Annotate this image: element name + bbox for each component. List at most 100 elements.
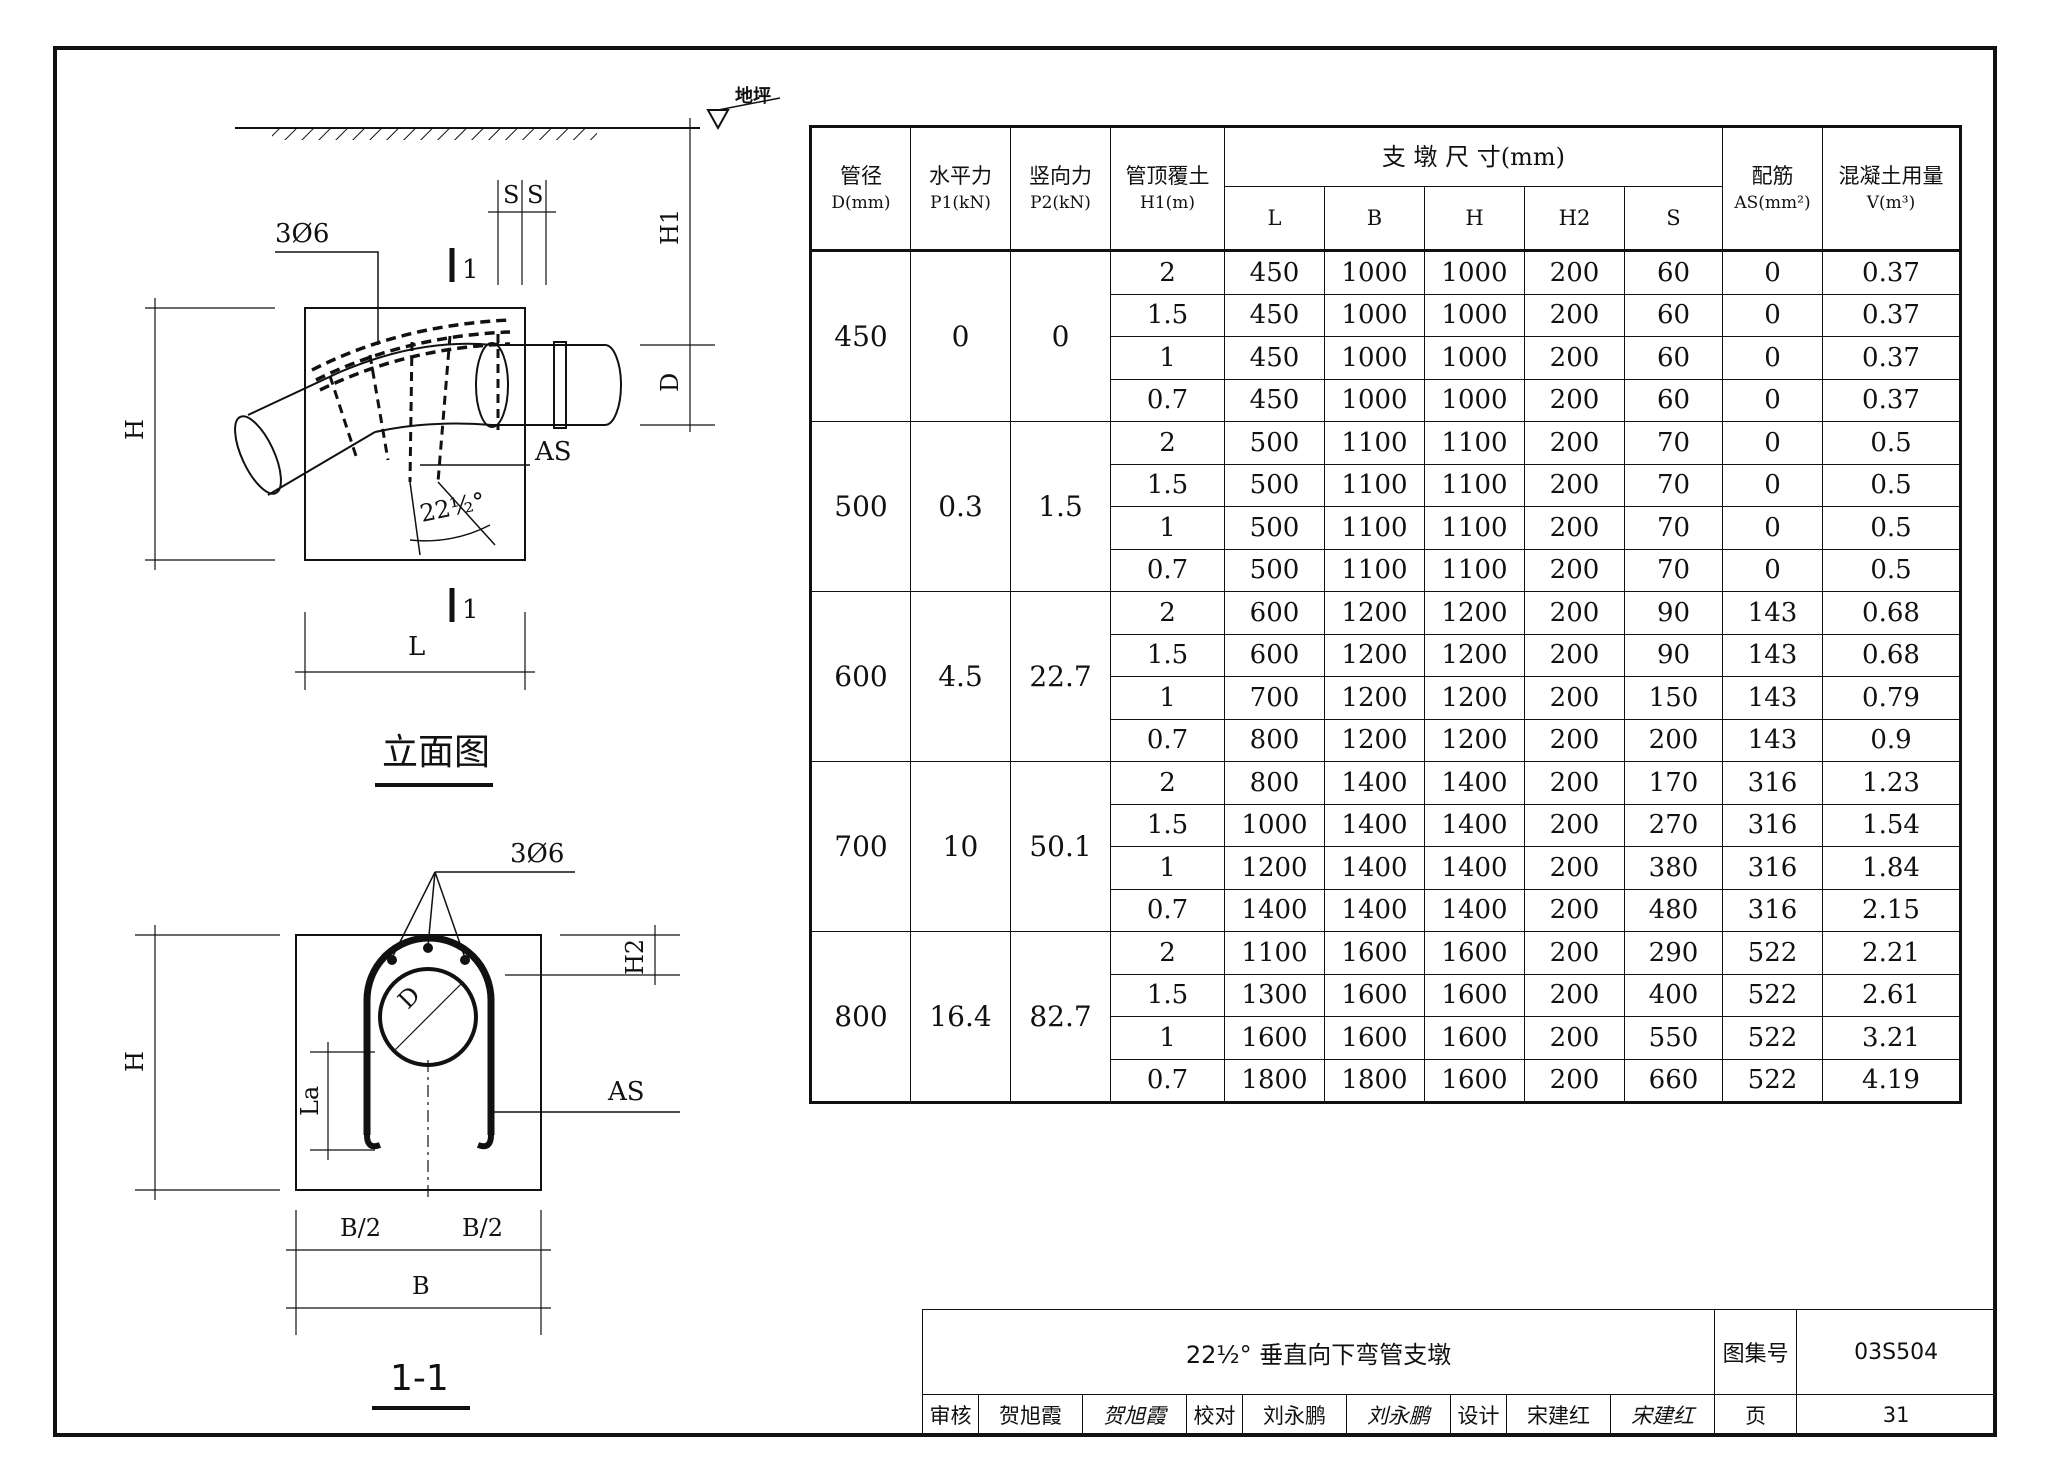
- cell-h2: 200: [1524, 931, 1625, 975]
- cell-l: 450: [1224, 378, 1325, 422]
- cell-s: 60: [1624, 378, 1723, 422]
- cell-as: 522: [1722, 931, 1823, 975]
- group-d-cell: 450: [810, 250, 911, 422]
- cell-as: 143: [1722, 633, 1823, 677]
- section-mark-bottom: 1: [462, 595, 479, 625]
- cell-as: 0: [1722, 463, 1823, 507]
- group-p1-cell: 0: [910, 250, 1011, 422]
- cell-b: 1100: [1324, 463, 1425, 507]
- cell-l: 450: [1224, 293, 1325, 337]
- ground-label: 地坪: [735, 85, 771, 107]
- title-block: 22½° 垂直向下弯管支墩 图集号 03S504 审核 贺旭霞 贺旭霞 校对 刘…: [921, 1309, 1997, 1436]
- cell-v: 0.5: [1822, 463, 1961, 507]
- cell-v: 0.68: [1822, 591, 1961, 635]
- cell-h: 1200: [1424, 676, 1525, 720]
- cell-h2: 200: [1524, 250, 1625, 295]
- designer-name: 宋建红: [1506, 1394, 1611, 1436]
- cell-l: 1800: [1224, 1058, 1325, 1103]
- section-title: 1-1: [390, 1358, 449, 1399]
- cell-h2: 200: [1524, 591, 1625, 635]
- cell-h: 1600: [1424, 1058, 1525, 1103]
- cell-h2: 200: [1524, 973, 1625, 1017]
- cell-h: 1000: [1424, 293, 1525, 337]
- cell-b: 1600: [1324, 931, 1425, 975]
- cell-v: 2.15: [1822, 888, 1961, 932]
- cell-s: 380: [1624, 846, 1723, 890]
- cell-b: 1100: [1324, 506, 1425, 550]
- cell-h: 1600: [1424, 931, 1525, 975]
- cell-b: 1200: [1324, 633, 1425, 677]
- cell-b: 1100: [1324, 421, 1425, 465]
- cell-as: 0: [1722, 548, 1823, 592]
- checker-signature: 刘永鹏: [1346, 1394, 1451, 1436]
- cell-l: 500: [1224, 421, 1325, 465]
- cell-b: 1000: [1324, 378, 1425, 422]
- cell-s: 170: [1624, 761, 1723, 805]
- cell-s: 150: [1624, 676, 1723, 720]
- cell-h1: 1.5: [1110, 633, 1225, 677]
- header-l: L: [1224, 186, 1325, 251]
- cell-h: 1400: [1424, 888, 1525, 932]
- reviewer-name: 贺旭霞: [978, 1394, 1083, 1436]
- cell-s: 270: [1624, 803, 1723, 847]
- cell-l: 1400: [1224, 888, 1325, 932]
- group-p2-cell: 22.7: [1010, 591, 1111, 762]
- cell-as: 316: [1722, 846, 1823, 890]
- cell-h2: 200: [1524, 1058, 1625, 1103]
- cell-h1: 1.5: [1110, 973, 1225, 1017]
- cell-h2: 200: [1524, 421, 1625, 465]
- group-p2-cell: 0: [1010, 250, 1111, 422]
- cell-b: 1600: [1324, 1016, 1425, 1060]
- cell-h: 1400: [1424, 761, 1525, 805]
- cell-h2: 200: [1524, 293, 1625, 337]
- section-as-label: AS: [607, 1077, 645, 1107]
- dim-b: B: [412, 1272, 430, 1300]
- cell-h1: 2: [1110, 250, 1225, 295]
- cell-b: 1400: [1324, 803, 1425, 847]
- cell-l: 1100: [1224, 931, 1325, 975]
- elevation-dim-d: D: [656, 373, 684, 392]
- cell-h2: 200: [1524, 633, 1625, 677]
- cell-h1: 1: [1110, 846, 1225, 890]
- cell-v: 1.84: [1822, 846, 1961, 890]
- cell-as: 0: [1722, 336, 1823, 380]
- cell-h: 1200: [1424, 633, 1525, 677]
- cell-h2: 200: [1524, 336, 1625, 380]
- cell-h: 1600: [1424, 973, 1525, 1017]
- header-h: H: [1424, 186, 1525, 251]
- cell-b: 1100: [1324, 548, 1425, 592]
- cell-l: 600: [1224, 591, 1325, 635]
- cell-s: 60: [1624, 293, 1723, 337]
- header-dimensions: 支 墩 尺 寸(mm): [1224, 126, 1723, 187]
- cell-h: 1600: [1424, 1016, 1525, 1060]
- group-p2-cell: 1.5: [1010, 421, 1111, 592]
- elevation-as-label: AS: [534, 437, 572, 467]
- cell-l: 1300: [1224, 973, 1325, 1017]
- cell-h: 1100: [1424, 506, 1525, 550]
- cell-l: 500: [1224, 548, 1325, 592]
- cell-l: 450: [1224, 336, 1325, 380]
- page-number: 31: [1796, 1394, 1997, 1436]
- cell-h: 1400: [1424, 803, 1525, 847]
- dim-b-half-left: B/2: [340, 1214, 381, 1242]
- cell-v: 0.79: [1822, 676, 1961, 720]
- cell-v: 0.9: [1822, 718, 1961, 762]
- cell-s: 70: [1624, 421, 1723, 465]
- group-p1-cell: 4.5: [910, 591, 1011, 762]
- cell-as: 0: [1722, 293, 1823, 337]
- cell-l: 1000: [1224, 803, 1325, 847]
- cell-v: 4.19: [1822, 1058, 1961, 1103]
- section-mark-top: 1: [462, 255, 479, 285]
- cell-h2: 200: [1524, 378, 1625, 422]
